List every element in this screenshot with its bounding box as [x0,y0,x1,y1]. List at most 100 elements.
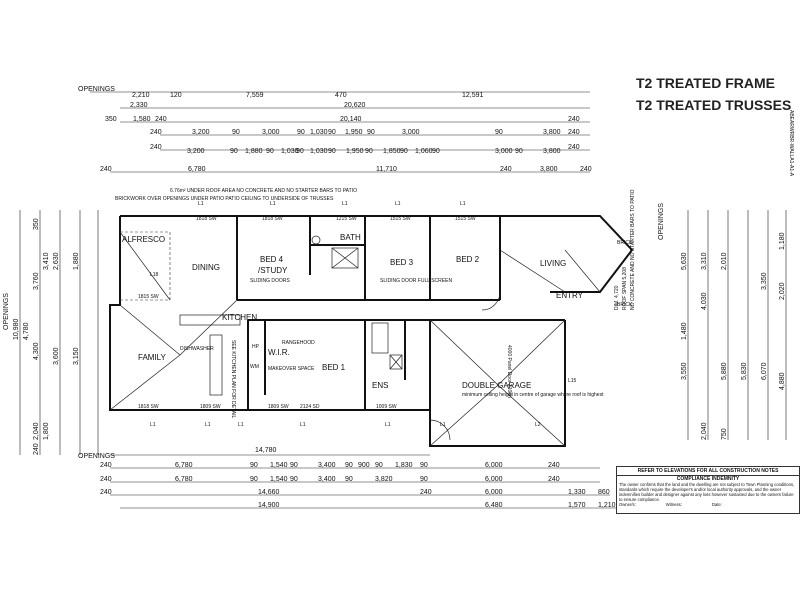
room-ens: ENS [372,381,388,390]
dim-top-4-15: 3,000 [495,148,513,155]
dim-top-2-3: 20,140 [340,116,362,123]
lintel-13: L18 [150,272,159,278]
bot-dim-1-9: 1,830 [395,462,413,469]
dim-top-0-4: 12,591 [462,92,484,99]
left-dim-6: 3,600 [53,347,60,365]
dim-top-3-8: 90 [367,129,375,136]
left-dim-4: 4,780 [23,322,30,340]
bot-dim-1-0: 240 [100,462,112,469]
bot-dim-2-9: 6,000 [485,476,503,483]
room-kitchen: KITCHEN [222,313,257,322]
window-label-2: 1515 SW [390,216,411,222]
compliance-text: The owner confirms that the land and the… [619,482,795,502]
right-dim-1: 3,310 [701,252,708,270]
bot-dim-2-0: 240 [100,476,112,483]
left-dim-0: 3,760 [33,272,40,290]
bot-dim-2-10: 240 [548,476,560,483]
dim-top-3-2: 90 [232,129,240,136]
bot-dim-2-6: 90 [345,476,353,483]
bot-dim-1-11: 6,000 [485,462,503,469]
date-label: Date: [711,502,722,507]
lintel-7: L1 [238,422,244,428]
dim-top-3-4: 90 [297,129,305,136]
window-label-5: 1815 SW [138,294,159,300]
bot-dim-1-12: 240 [548,462,560,469]
left-dim-1: 3,410 [43,252,50,270]
dim-top-3-0: 240 [150,129,162,136]
window-label-0: 1818 SW [196,216,217,222]
top-dimensions: OPENINGS 2,210 120 7,559 470 12,591 2,33… [78,86,592,173]
room-family: FAMILY [138,353,167,362]
lintel-0: L1 [198,201,204,207]
dim-top-5-2: 11,710 [376,166,397,173]
bot-dim-1-8: 90 [375,462,383,469]
bot-dim-4-2: 1,570 [568,502,586,509]
dim-top-2-2: 240 [155,116,167,123]
bot-dim-2-8: 90 [420,476,428,483]
bot-dim-3-3: 6,000 [485,489,503,496]
side-code: ABEARWRBR-WALLA1-A1-A [788,110,794,177]
dim-top-0-0: 2,210 [132,92,150,99]
room-bed3: BED 3 [390,258,414,267]
dim-top-3-7: 1,950 [345,129,363,136]
bot-dim-1-1: 6,780 [175,462,193,469]
brick-label-2: BRICK [617,302,633,308]
right-dim-5: 3,550 [681,362,688,380]
window-label-9: 1009 SW [376,404,397,410]
left-dimensions: OPENINGS 3,760 3,410 2,630 1,880 4,780 4… [3,210,99,455]
dim-4720-label: DIM. 4,720 [614,285,620,310]
dim-top-4-1: 3,200 [187,148,205,155]
lintel-10: L1 [440,422,446,428]
makeover-space-label: MAKEOVER SPACE [268,366,315,372]
dim-top-4-10: 90 [365,148,373,155]
left-dim-11: 350 [33,218,40,230]
bot-dim-3-5: 860 [598,489,610,496]
dim-top-0-2: 7,559 [246,92,264,99]
bot-dim-1-6: 90 [345,462,353,469]
right-dim-2: 2,010 [721,252,728,270]
bot-dim-2-4: 90 [290,476,298,483]
lintel-4: L1 [460,201,466,207]
dim-top-4-17: 3,800 [543,148,561,155]
dim-top-3-10: 90 [495,129,503,136]
bot-dim-1-10: 90 [420,462,428,469]
under-roof-note: 6.76m² UNDER ROOF AREA NO CONCRETE AND N… [170,188,357,194]
right-dim-12: 2,020 [779,282,786,300]
window-label-3: 1515 SW [455,216,476,222]
bot-dim-1-4: 90 [290,462,298,469]
bot-dim-4-3: 1,210 [598,502,616,509]
left-dim-12: 240 [33,443,40,455]
see-kitchen-plan-label: SEE KITCHEN PLAN FOR DETAIL [230,340,236,418]
dim-top-4-2: 90 [230,148,238,155]
bottom-dimensions: OPENINGS 14,780 240 6,780 90 1,540 90 3,… [78,447,620,509]
window-label-10: 1809 SW [268,404,289,410]
openings-label-right: OPENINGS [658,203,665,240]
dim-top-5-5: 240 [580,166,592,173]
bot-dim-1-5: 3,400 [318,462,336,469]
bot-dim-2-3: 1,540 [270,476,288,483]
signature-row: Owner/s: Witness: Date: [617,502,799,507]
dim-top-2-4: 240 [568,116,580,123]
dim-top-1-1: 20,620 [344,102,366,109]
left-dim-5: 4,300 [33,342,40,360]
window-label-8: 2124 SD [300,404,320,410]
dim-top-4-8: 90 [328,148,336,155]
room-entry: ENTRY [556,291,584,300]
left-dim-9: 2,040 [33,422,40,440]
bot-dim-0-0: 14,780 [255,447,277,454]
room-living: LIVING [540,259,566,268]
rangehood-label: RANGEHOOD [282,340,315,346]
bot-dim-1-2: 90 [250,462,258,469]
lintel-3: L1 [395,201,401,207]
bot-dim-3-2: 240 [420,489,432,496]
window-label-7: 1809 SW [200,404,221,410]
right-dimensions: OPENINGS 5,630 3,310 2,010 1,480 4,030 3… [658,203,787,440]
openings-label-left: OPENINGS [3,293,10,330]
bot-dim-1-3: 1,540 [270,462,288,469]
dim-top-3-3: 3,000 [262,129,280,136]
dim-top-0-1: 120 [170,92,182,99]
right-dim-14: 750 [721,428,728,440]
bot-dim-3-4: 1,330 [568,489,586,496]
dim-top-3-9: 3,000 [402,129,420,136]
compliance-heading: COMPLIANCE INDEMNITY [676,476,740,482]
